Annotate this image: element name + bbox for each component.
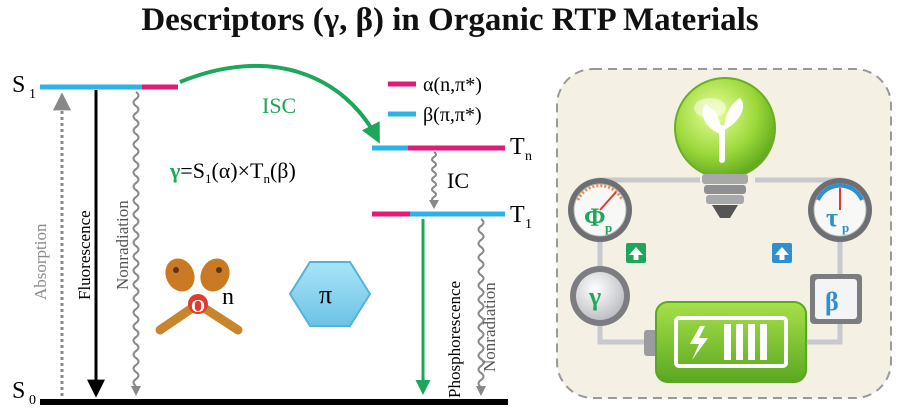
- gamma-knob-icon: [570, 266, 630, 326]
- formula-end: (β): [270, 158, 296, 183]
- lightbulb-icon: [674, 77, 776, 218]
- label-s0: S: [12, 378, 25, 404]
- n-orbital-label: n: [222, 284, 234, 310]
- phi-p-gauge-icon: [568, 178, 632, 242]
- label-tn: T: [510, 134, 525, 160]
- nonradiation-label-s1: Nonradiation: [113, 200, 132, 290]
- ic-arrow: [431, 151, 437, 203]
- formula-mid: (α)×T: [211, 158, 264, 183]
- isc-label: ISC: [262, 93, 296, 118]
- nonradiation-arrowhead-s1: [131, 386, 141, 396]
- beta-switch-label: β: [825, 287, 839, 316]
- isc-arrow: [179, 63, 380, 144]
- oxygen-label: O: [191, 296, 205, 316]
- nonradiation-arrow-t1: [477, 218, 485, 388]
- legend-alpha-label: α(n,π*): [423, 74, 482, 96]
- formula-rhs: =S: [180, 158, 205, 183]
- blue-up-arrow-icon: [772, 243, 792, 263]
- formula-gamma: γ: [169, 158, 180, 183]
- absorption-label: Absorption: [31, 223, 50, 300]
- formula-sub1: 1: [205, 171, 212, 186]
- label-s0-sub: 0: [29, 393, 36, 408]
- phi-p-sub: p: [605, 220, 612, 235]
- tau-p-symbol: τ: [826, 203, 838, 232]
- nonradiation-arrowhead-t1: [476, 386, 486, 396]
- legend-beta-label: β(π,π*): [423, 104, 482, 126]
- nonradiation-label-t1: Nonradiation: [480, 282, 499, 372]
- battery-icon: [644, 301, 807, 383]
- label-s1-sub: 1: [29, 87, 36, 102]
- label-tn-sub: n: [525, 149, 532, 164]
- nonradiation-arrow-s1: [132, 91, 140, 387]
- label-s1: S: [12, 72, 25, 98]
- ic-label: IC: [447, 168, 469, 193]
- label-t1: T: [510, 202, 525, 228]
- phosphorescence-label: Phosphorescence: [445, 281, 464, 398]
- circuit-panel: [556, 68, 892, 399]
- gamma-knob-label: γ: [588, 282, 601, 311]
- tau-p-sub: p: [842, 220, 849, 235]
- carbonyl-molecule-icon: [155, 258, 243, 335]
- fluorescence-label: Fluorescence: [75, 210, 94, 300]
- tau-p-gauge-icon: [808, 178, 872, 242]
- gamma-formula: γ=S1(α)×Tn(β): [169, 158, 296, 186]
- ic-arrowhead: [429, 200, 439, 209]
- pi-label: π: [319, 280, 332, 309]
- phi-p-symbol: Φ: [584, 203, 606, 232]
- green-up-arrow-icon: [626, 243, 646, 263]
- label-t1-sub: 1: [525, 217, 532, 232]
- pi-hexagon-icon: [288, 261, 372, 327]
- svg-text:γ=S1(α)×Tn(β): γ=S1(α)×Tn(β): [169, 158, 296, 186]
- beta-switch-icon: [810, 274, 862, 324]
- formula-subn: n: [263, 171, 270, 186]
- page-title: Descriptors (γ, β) in Organic RTP Materi…: [141, 2, 759, 38]
